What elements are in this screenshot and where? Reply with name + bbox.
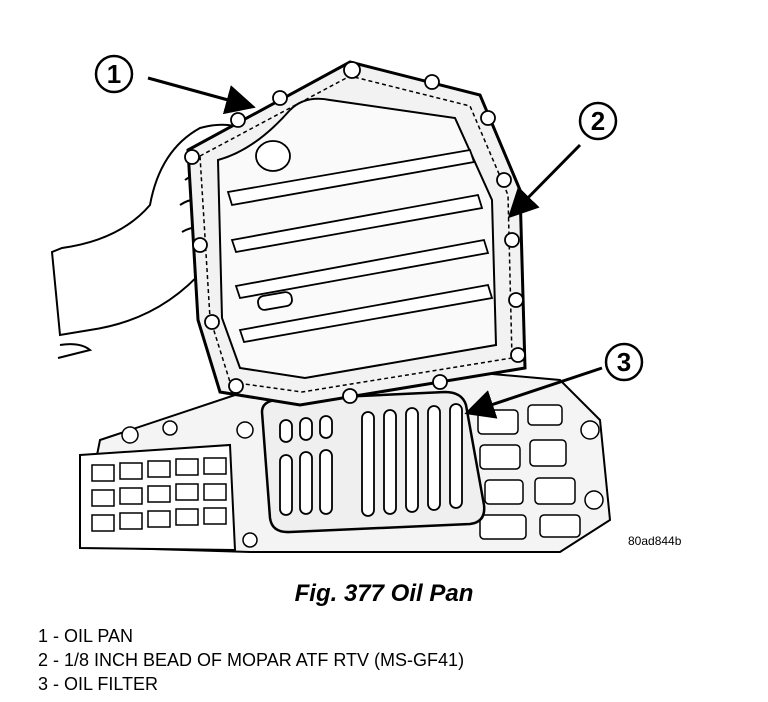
legend-item-oil-pan: 1 - OIL PAN <box>38 626 134 646</box>
oil-pan <box>184 60 527 407</box>
svg-text:3: 3 <box>617 347 631 377</box>
callout-arrows <box>147 76 603 419</box>
callout-3: 3 <box>604 342 644 382</box>
arrow-oil-filter <box>464 366 603 419</box>
legend-item-oil-filter: 3 - OIL FILTER <box>38 674 159 694</box>
callout-2: 2 <box>578 101 618 141</box>
arrow-rtv-bead <box>507 143 582 219</box>
arrow-oil-pan <box>147 76 256 115</box>
oil-filter <box>260 390 486 534</box>
figure-caption: Fig. 377 Oil Pan <box>294 580 474 607</box>
figure-id: 80ad844b <box>628 534 682 548</box>
svg-text:1: 1 <box>107 59 121 89</box>
callout-1: 1 <box>94 54 134 94</box>
oil-pan-illustration: 1 2 3 <box>50 54 644 553</box>
svg-text:2: 2 <box>591 106 605 136</box>
legend-list: 1 - OIL PAN 2 - 1/8 INCH BEAD OF MOPAR A… <box>38 624 464 696</box>
legend-item-rtv-bead: 2 - 1/8 INCH BEAD OF MOPAR ATF RTV (MS-G… <box>38 650 465 670</box>
